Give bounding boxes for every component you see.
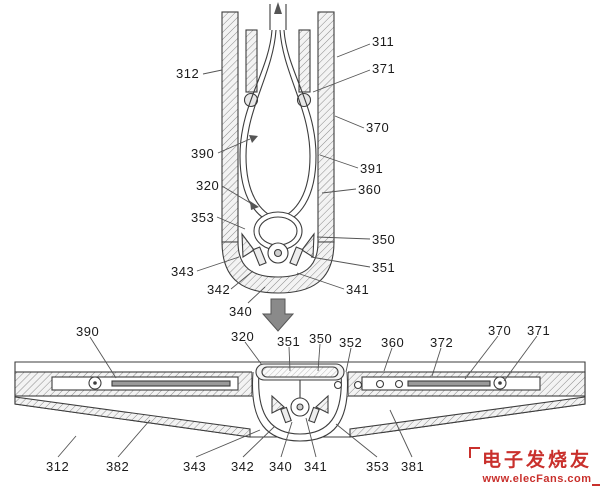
part-label-folded-342: 342: [207, 282, 231, 297]
transition-arrow: [261, 298, 295, 332]
watermark-url: www.elecFans.com: [482, 472, 592, 485]
display-loop-outer-right: [277, 29, 317, 226]
part-label-flat-343: 343: [183, 459, 207, 474]
left-bracket-strip: [245, 29, 258, 93]
part-label-flat-390: 390: [76, 324, 100, 339]
watermark-corner-mark: [469, 447, 480, 458]
right-bracket-strip: [298, 29, 311, 93]
hinge-top-plate-fill: [261, 366, 339, 378]
stylus-tip: [274, 2, 282, 14]
part-label-folded-360: 360: [358, 182, 382, 197]
watermark-corner-mark: [592, 475, 600, 486]
part-label-flat-381: 381: [401, 459, 425, 474]
display-loop-inner-left: [245, 29, 279, 220]
right-hinge-link: [308, 406, 320, 424]
arrowhead: [249, 135, 258, 143]
leader-lines: [57, 43, 538, 458]
flat-state-figure: [14, 361, 586, 442]
left-hinge-wedge: [271, 394, 285, 414]
detail-circle: [333, 380, 343, 390]
part-label-flat-350: 350: [309, 331, 333, 346]
bottom-housing-cap: [221, 241, 335, 294]
part-label-folded-341: 341: [346, 282, 370, 297]
left-hinge-bracket: [241, 232, 255, 258]
display-loop-inner-right: [277, 29, 311, 220]
right-housing-wall: [317, 11, 335, 243]
part-label-folded-311: 311: [372, 34, 395, 49]
left-back-cover: [14, 396, 251, 438]
right-hinge-wedge: [315, 394, 329, 414]
part-label-folded-320: 320: [196, 178, 220, 193]
right-hinge-arm: [289, 246, 304, 267]
part-label-flat-320: 320: [231, 329, 255, 344]
folded-state-figure: [221, 2, 335, 294]
part-label-folded-370: 370: [366, 120, 390, 135]
part-label-folded-343: 343: [171, 264, 195, 279]
watermark: 电子发烧友 www.elecFans.com: [469, 447, 600, 486]
right-hinge-bracket: [301, 232, 315, 258]
part-label-folded-353: 353: [191, 210, 215, 225]
part-label-folded-371: 371: [372, 61, 396, 76]
part-label-flat-353: 353: [366, 459, 390, 474]
detail-circle: [375, 379, 385, 389]
part-label-flat-370: 370: [488, 323, 512, 338]
part-label-folded-350: 350: [372, 232, 396, 247]
left-hinge-arm: [252, 246, 267, 267]
detail-circle: [353, 380, 363, 390]
part-label-flat-340: 340: [269, 459, 293, 474]
part-label-folded-391: 391: [360, 161, 384, 176]
hinge-shell-inner: [258, 371, 342, 435]
left-flat-spring: [111, 380, 231, 387]
part-label-flat-352: 352: [339, 335, 363, 350]
part-label-flat-342: 342: [231, 459, 255, 474]
arrowhead: [250, 201, 259, 210]
part-label-flat-341: 341: [304, 459, 328, 474]
hinge-roller-inner: [273, 248, 283, 258]
display-loop-outer-left: [239, 29, 279, 226]
right-hinge-pin: [296, 92, 312, 108]
right-flat-spring: [407, 380, 491, 387]
watermark-brand: 电子发烧友: [481, 450, 592, 471]
part-label-flat-312: 312: [46, 459, 70, 474]
left-hinge-link: [280, 406, 292, 424]
part-label-folded-351: 351: [372, 260, 396, 275]
part-label-folded-312: 312: [176, 66, 200, 81]
part-label-flat-371: 371: [527, 323, 551, 338]
part-label-flat-360: 360: [381, 335, 405, 350]
part-label-flat-351: 351: [277, 334, 301, 349]
part-label-flat-382: 382: [106, 459, 130, 474]
part-label-folded-390: 390: [191, 146, 215, 161]
part-label-flat-372: 372: [430, 335, 454, 350]
detail-circle: [394, 379, 404, 389]
right-back-cover: [349, 396, 586, 438]
left-housing-wall: [221, 11, 239, 243]
part-label-folded-340: 340: [229, 304, 253, 319]
